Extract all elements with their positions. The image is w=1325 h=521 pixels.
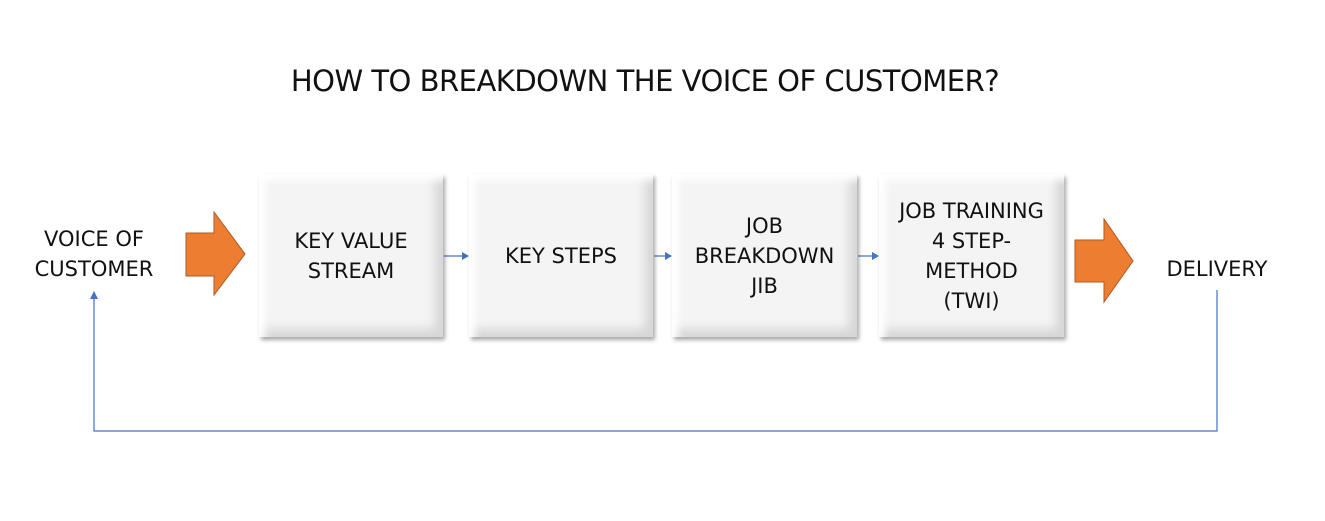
step-label: KEY STEPS [505, 243, 617, 268]
delivery-label: DELIVERY [1166, 257, 1268, 281]
step-key-value-stream: KEY VALUE STREAM [259, 174, 443, 337]
step-job-breakdown: JOB BREAKDOWN JIB [672, 174, 857, 337]
step-job-training: JOB TRAINING 4 STEP- METHOD (TWI) [879, 174, 1064, 337]
step-label: KEY VALUE STREAM [294, 228, 408, 283]
voice-of-customer-label: VOICE OF CUSTOMER [34, 227, 154, 281]
diagram-title: HOW TO BREAKDOWN THE VOICE OF CUSTOMER? [290, 64, 1000, 98]
step-label: JOB TRAINING 4 STEP- METHOD (TWI) [899, 198, 1044, 313]
orange-arrow-left [185, 210, 246, 297]
orange-arrow-right [1074, 217, 1134, 304]
feedback-loop-line [93, 290, 1218, 432]
step-label: JOB BREAKDOWN JIB [694, 213, 835, 298]
step-key-steps: KEY STEPS [469, 174, 653, 337]
